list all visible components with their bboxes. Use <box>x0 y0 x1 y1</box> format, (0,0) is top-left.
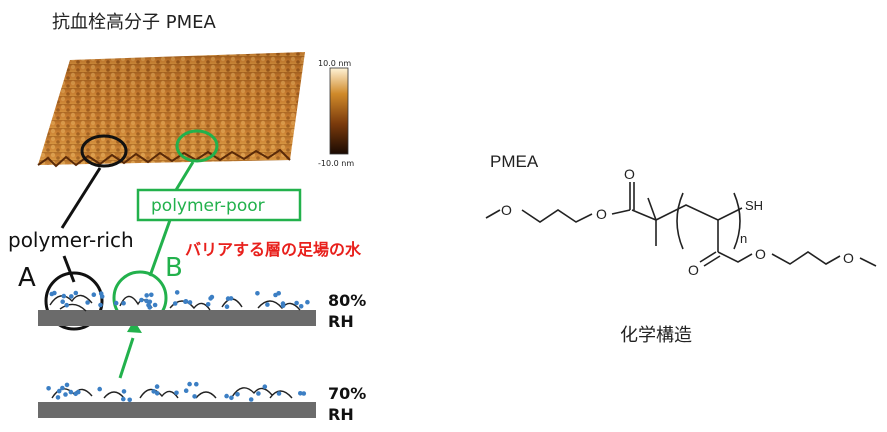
water-dot <box>73 290 79 296</box>
water-dot <box>121 396 126 402</box>
letter-a: A <box>18 263 36 293</box>
chem-name: PMEA <box>490 152 539 171</box>
water-dot <box>280 301 286 306</box>
polymer-poor-callout <box>112 129 302 379</box>
substrate-80rh <box>38 294 316 326</box>
water-dot <box>152 302 158 308</box>
chem-o4: O <box>688 262 699 278</box>
barrier-water-label: バリアする層の足場の水 <box>185 240 362 259</box>
water-dot <box>151 389 156 394</box>
water-dot <box>154 384 160 389</box>
water-dot <box>52 290 57 296</box>
rh-80-unit: RH <box>328 312 354 331</box>
letter-b: B <box>165 253 183 283</box>
water-dot <box>265 302 270 307</box>
water-dot <box>224 304 230 310</box>
water-dot <box>172 301 178 306</box>
water-dot <box>121 389 127 394</box>
water-dot <box>187 300 193 305</box>
water-dot <box>255 291 260 296</box>
water-dot <box>192 394 197 399</box>
water-dots-80rh <box>49 290 310 310</box>
water-dot <box>61 293 67 299</box>
water-dot <box>69 294 74 299</box>
page-title: 抗血栓高分子 PMEA <box>52 12 216 33</box>
water-dot <box>154 391 160 396</box>
water-dot <box>73 391 78 397</box>
scale-min-label: -10.0 nm <box>318 159 354 168</box>
rh-80-percent: 80% <box>328 291 366 310</box>
water-dot <box>205 302 211 307</box>
water-dot <box>248 397 254 402</box>
water-dot <box>139 297 144 303</box>
water-dot <box>194 381 199 387</box>
water-dot <box>256 391 261 396</box>
chem-o1: O <box>501 202 512 218</box>
water-dot <box>55 395 61 400</box>
water-dot <box>147 305 152 310</box>
water-dot <box>276 391 282 396</box>
water-dot <box>85 300 90 305</box>
water-dot <box>147 299 153 305</box>
polymer-rich-callout <box>44 134 128 331</box>
polymer-poor-label: polymer-poor <box>151 196 265 216</box>
water-dot <box>209 294 215 300</box>
water-dots-70rh <box>46 381 307 403</box>
water-dot <box>64 382 70 388</box>
water-dot <box>229 395 234 401</box>
water-dot <box>301 391 307 396</box>
scale-max-label: 10.0 nm <box>318 59 351 68</box>
water-dot <box>68 389 74 395</box>
water-dot <box>174 290 180 295</box>
water-dot <box>298 304 304 309</box>
water-dot <box>63 392 68 397</box>
afm-surface <box>37 52 305 168</box>
chem-o6: O <box>843 250 854 266</box>
water-dot <box>121 300 126 306</box>
chem-o5: O <box>755 246 766 262</box>
water-dot <box>225 296 231 301</box>
water-dot <box>98 291 104 296</box>
water-dot <box>144 293 149 298</box>
water-dot <box>46 386 51 391</box>
chem-o2: O <box>596 206 607 222</box>
water-dot <box>262 384 268 390</box>
water-dot <box>127 397 132 403</box>
water-dot <box>305 299 310 305</box>
water-dot <box>183 299 189 304</box>
water-dot <box>98 302 103 308</box>
water-dot <box>97 386 102 392</box>
water-dot <box>60 299 65 305</box>
chem-caption: 化学構造 <box>620 325 692 346</box>
water-dot <box>224 393 229 399</box>
water-dot <box>64 302 69 308</box>
chem-thiol: SH <box>745 198 763 213</box>
afm-color-scale: 10.0 nm -10.0 nm <box>318 59 354 168</box>
chem-repeat-n: n <box>740 231 747 246</box>
water-dot <box>298 391 303 396</box>
water-dot <box>294 300 299 306</box>
chem-o3: O <box>624 166 635 182</box>
water-dot <box>60 385 65 391</box>
water-dot <box>235 392 240 397</box>
water-dot <box>174 390 179 396</box>
rh-70-unit: RH <box>328 405 354 424</box>
water-dot <box>183 388 189 394</box>
polymer-rich-label: polymer-rich <box>8 228 134 252</box>
rh-70-percent: 70% <box>328 384 366 403</box>
water-dot <box>91 292 97 298</box>
water-dot <box>273 292 278 298</box>
water-dot <box>187 381 192 387</box>
water-dot <box>149 292 154 298</box>
water-dot <box>113 300 119 306</box>
pmea-chemical-structure: PMEA <box>485 152 877 267</box>
water-dot <box>56 388 62 394</box>
